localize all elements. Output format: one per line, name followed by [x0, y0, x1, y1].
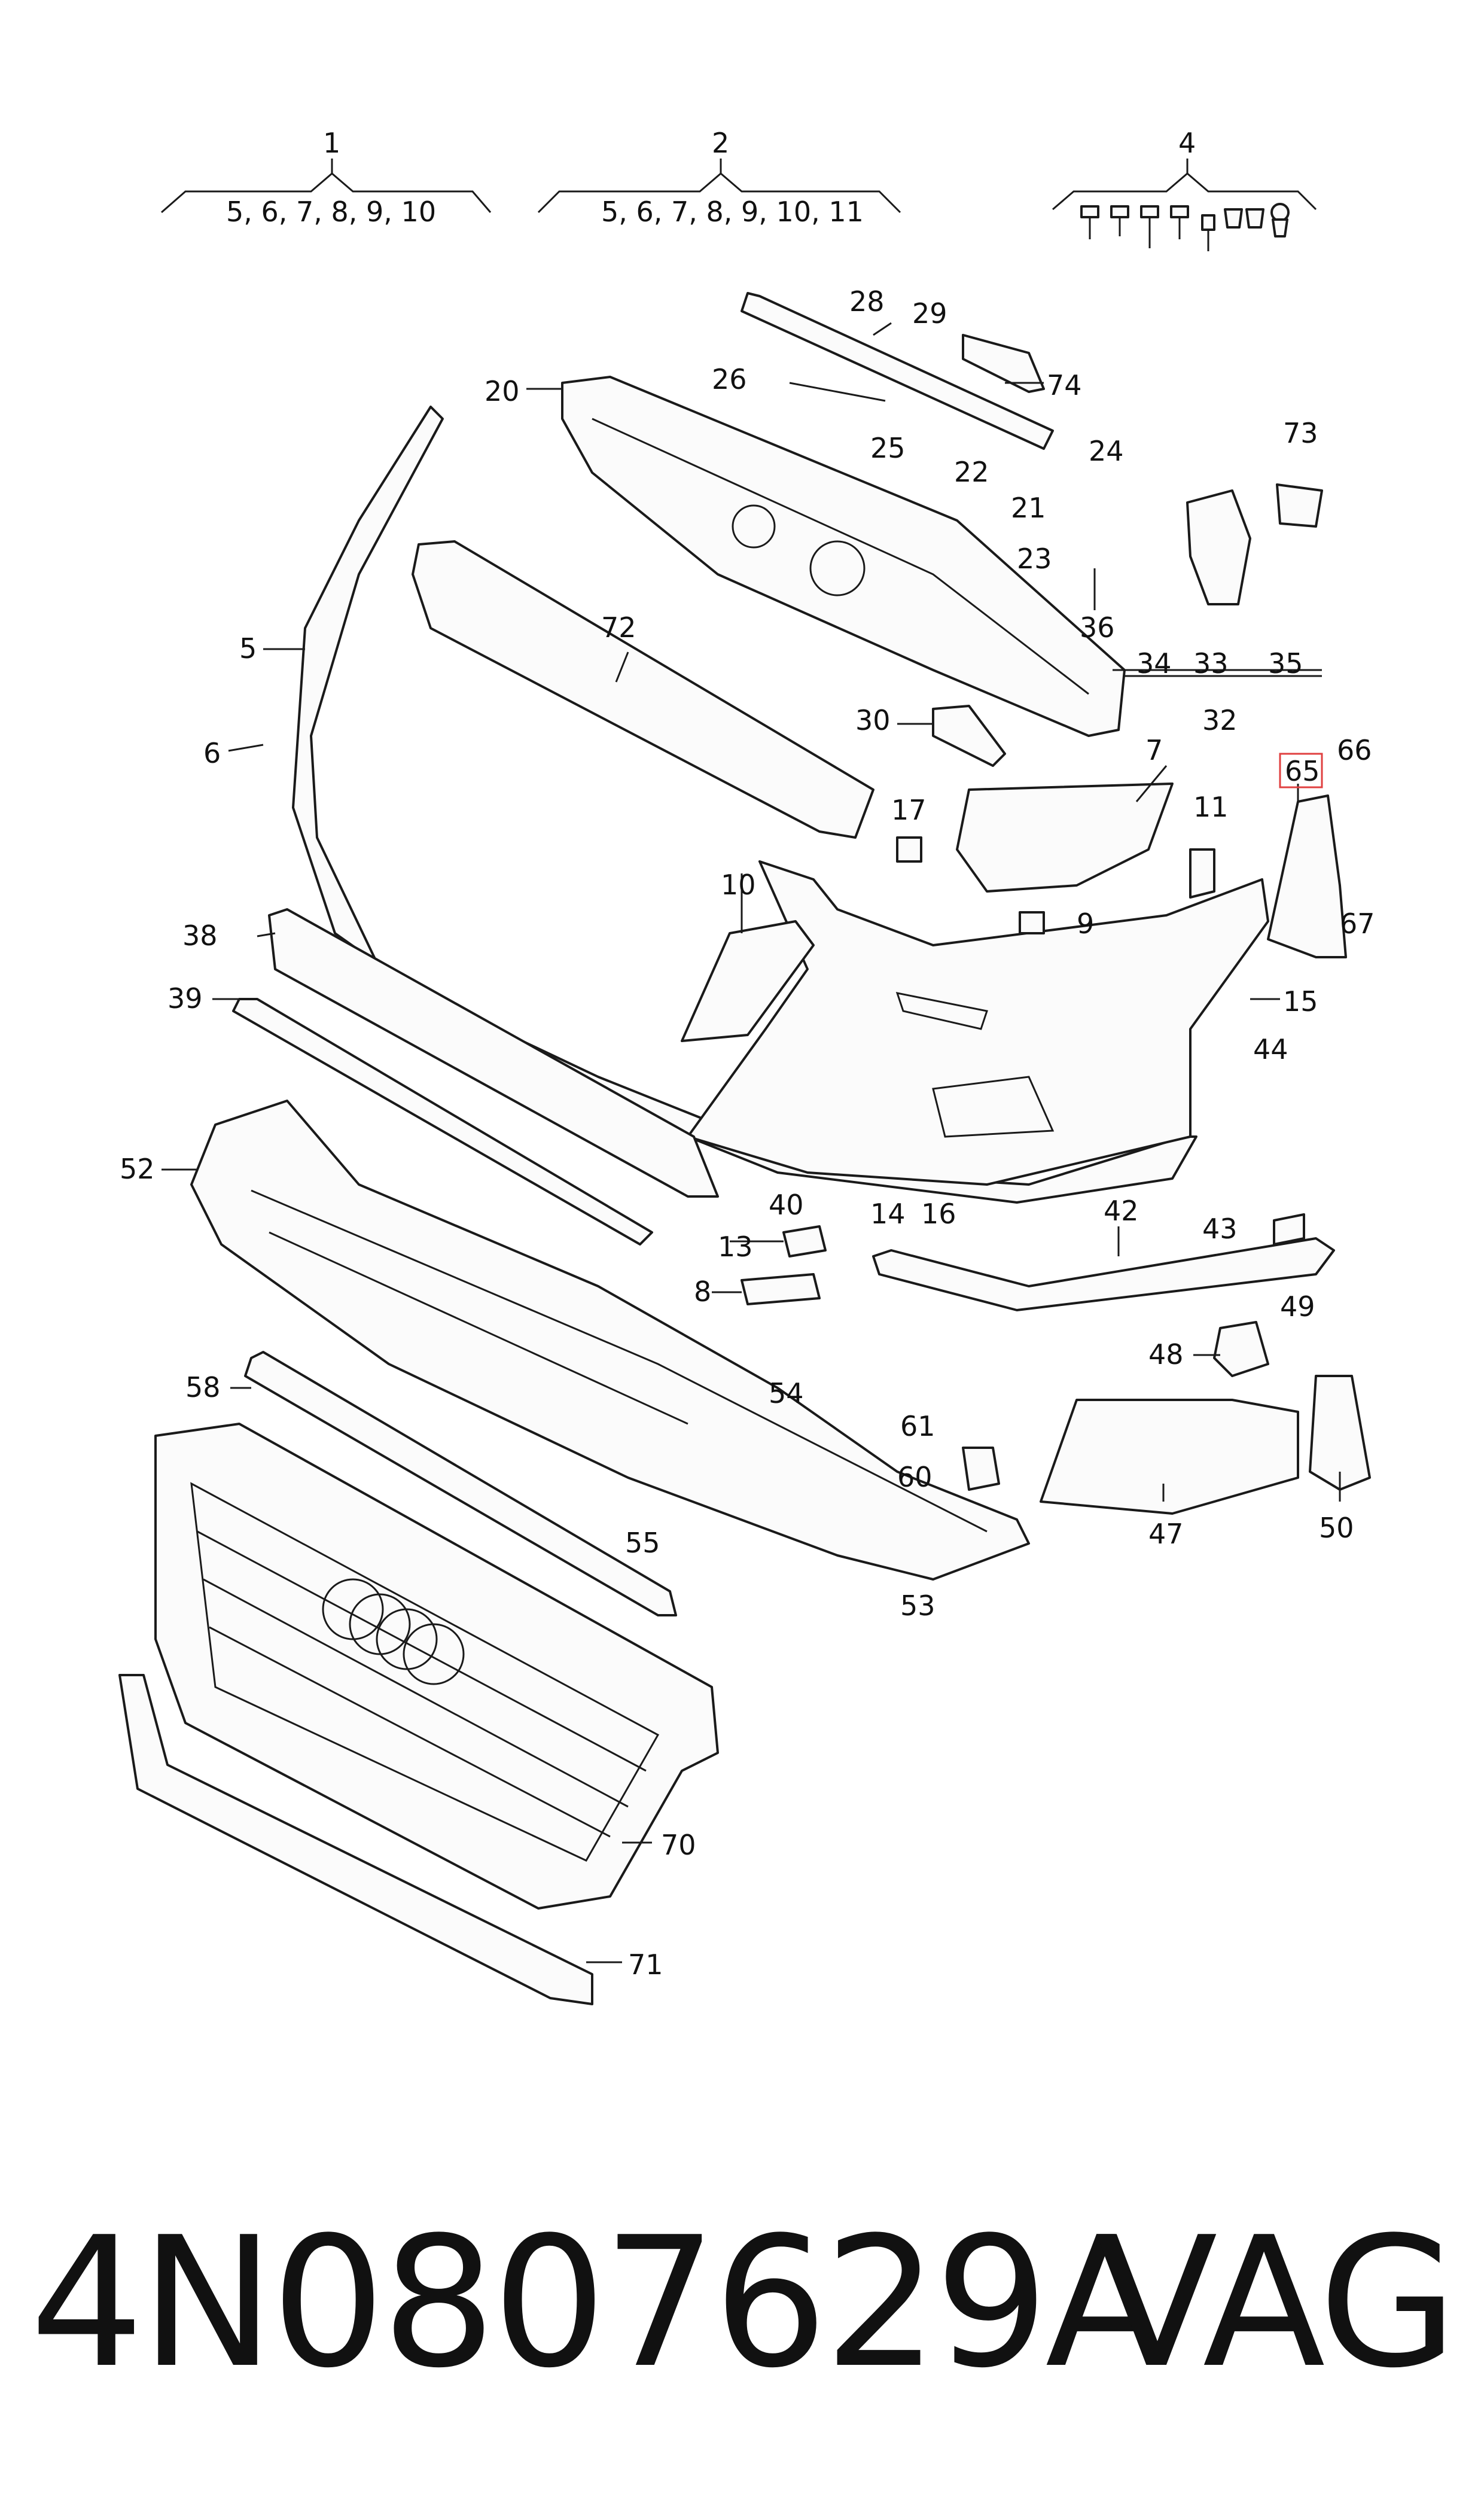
callout-65-highlight: [1279, 753, 1323, 788]
callout-58: 58: [185, 1371, 221, 1403]
callout-52: 52: [120, 1153, 155, 1185]
callout-74: 74: [1047, 369, 1082, 401]
callout-15: 15: [1283, 985, 1318, 1018]
callout-66: 66: [1337, 734, 1372, 766]
callout-47: 47: [1148, 1518, 1184, 1550]
strip-39-part: [232, 998, 653, 1246]
cover-13-part: [782, 1225, 827, 1258]
callout-60: 60: [897, 1461, 933, 1493]
group-1-items: 5, 6, 7, 8, 9, 10: [226, 196, 436, 228]
callout-34: 34: [1136, 647, 1172, 680]
callout-36: 36: [1080, 611, 1115, 644]
callout-16: 16: [921, 1198, 956, 1230]
group-2-items: 5, 6, 7, 8, 9, 10, 11: [601, 196, 864, 228]
bracket-60-part: [962, 1447, 1000, 1491]
cover-8-part: [741, 1273, 821, 1305]
footer: 4N0807629A VAG: [0, 2213, 1484, 2465]
mount-17-part: [896, 836, 922, 863]
callout-24: 24: [1089, 435, 1124, 467]
underbody-panel-part: [190, 1100, 1030, 1581]
trim-74-part: [962, 334, 1045, 393]
callout-30: 30: [855, 704, 891, 736]
strip-58-part: [244, 1351, 677, 1616]
trim-strip-42-part: [872, 1237, 1335, 1311]
brand-rings-icon: [322, 1578, 465, 1685]
callout-48: 48: [1148, 1338, 1184, 1371]
callout-42: 42: [1104, 1195, 1139, 1227]
callout-25: 25: [870, 432, 906, 464]
callout-67: 67: [1340, 908, 1375, 940]
callout-10: 10: [721, 869, 756, 901]
callout-61: 61: [900, 1410, 936, 1442]
group-1-number: 1: [323, 127, 340, 159]
group-2: 2 5, 6, 7, 8, 9, 10, 11: [537, 127, 901, 228]
group-2-number: 2: [712, 127, 729, 159]
radiator-grille-part: [154, 1423, 719, 1910]
callout-70: 70: [661, 1829, 696, 1861]
callout-65: 65: [1285, 755, 1320, 787]
callout-71: 71: [628, 1948, 663, 1981]
side-guide-65-part: [1267, 794, 1347, 958]
callout-33: 33: [1193, 647, 1229, 680]
callout-53: 53: [900, 1590, 936, 1622]
callout-35: 35: [1268, 647, 1303, 680]
strip-38-part: [268, 908, 719, 1198]
bumper-cover-part: [292, 406, 1269, 1204]
callout-39: 39: [167, 982, 203, 1015]
bracket-28-part: [741, 292, 1054, 450]
insert-9-part: [1019, 911, 1045, 934]
callout-5: 5: [239, 632, 257, 665]
callout-labels: 5 6 7 8 9 10 11 13 14 15 16 17 20 21 22 …: [120, 285, 1375, 1981]
callout-28: 28: [849, 285, 885, 318]
callout-6: 6: [203, 737, 221, 769]
callout-49: 49: [1280, 1290, 1315, 1323]
sensor-48-part: [1213, 1321, 1269, 1377]
callout-43: 43: [1202, 1213, 1238, 1245]
trim-50-part: [1309, 1375, 1371, 1491]
carrier-strip-part: [412, 540, 874, 839]
callout-21: 21: [1011, 492, 1046, 524]
part-number-label: 4N0807629A: [30, 2199, 1168, 2407]
callout-26: 26: [712, 363, 747, 395]
callout-23: 23: [1017, 543, 1052, 575]
callout-17: 17: [891, 794, 927, 826]
fastener-set-icon: [1080, 203, 1290, 251]
group-1: 1 5, 6, 7, 8, 9, 10: [161, 127, 492, 228]
callout-44: 44: [1253, 1033, 1288, 1065]
callout-40: 40: [769, 1189, 804, 1221]
brand-label: VAG: [1095, 2199, 1458, 2407]
group-4: 4: [1052, 127, 1317, 251]
callout-72: 72: [601, 611, 636, 644]
clip-43-part: [1273, 1213, 1305, 1246]
callout-11: 11: [1193, 791, 1229, 823]
callout-7: 7: [1145, 734, 1163, 766]
carrier-frame-part: [561, 376, 1126, 737]
callout-13: 13: [718, 1231, 753, 1263]
callout-8: 8: [694, 1275, 711, 1308]
fog-light-trim-part: [1040, 1399, 1299, 1515]
callout-73: 73: [1283, 417, 1318, 449]
group-4-number: 4: [1178, 127, 1196, 159]
lower-grille-strip-part: [118, 1674, 593, 2005]
bracket-30-part: [932, 705, 1006, 767]
callout-50: 50: [1319, 1512, 1354, 1544]
callout-55: 55: [625, 1527, 660, 1559]
callout-38: 38: [182, 919, 218, 952]
side-bracket-part: [1125, 483, 1323, 677]
callout-20: 20: [484, 375, 520, 407]
bracket-7-part: [956, 783, 1174, 893]
callout-32: 32: [1202, 704, 1238, 736]
trim-10-part: [681, 920, 815, 1042]
callout-14: 14: [870, 1198, 906, 1230]
mount-11-part: [1189, 848, 1215, 899]
callout-54: 54: [769, 1377, 804, 1409]
callout-29: 29: [912, 297, 947, 330]
callout-22: 22: [954, 456, 989, 488]
callout-9: 9: [1077, 908, 1094, 940]
